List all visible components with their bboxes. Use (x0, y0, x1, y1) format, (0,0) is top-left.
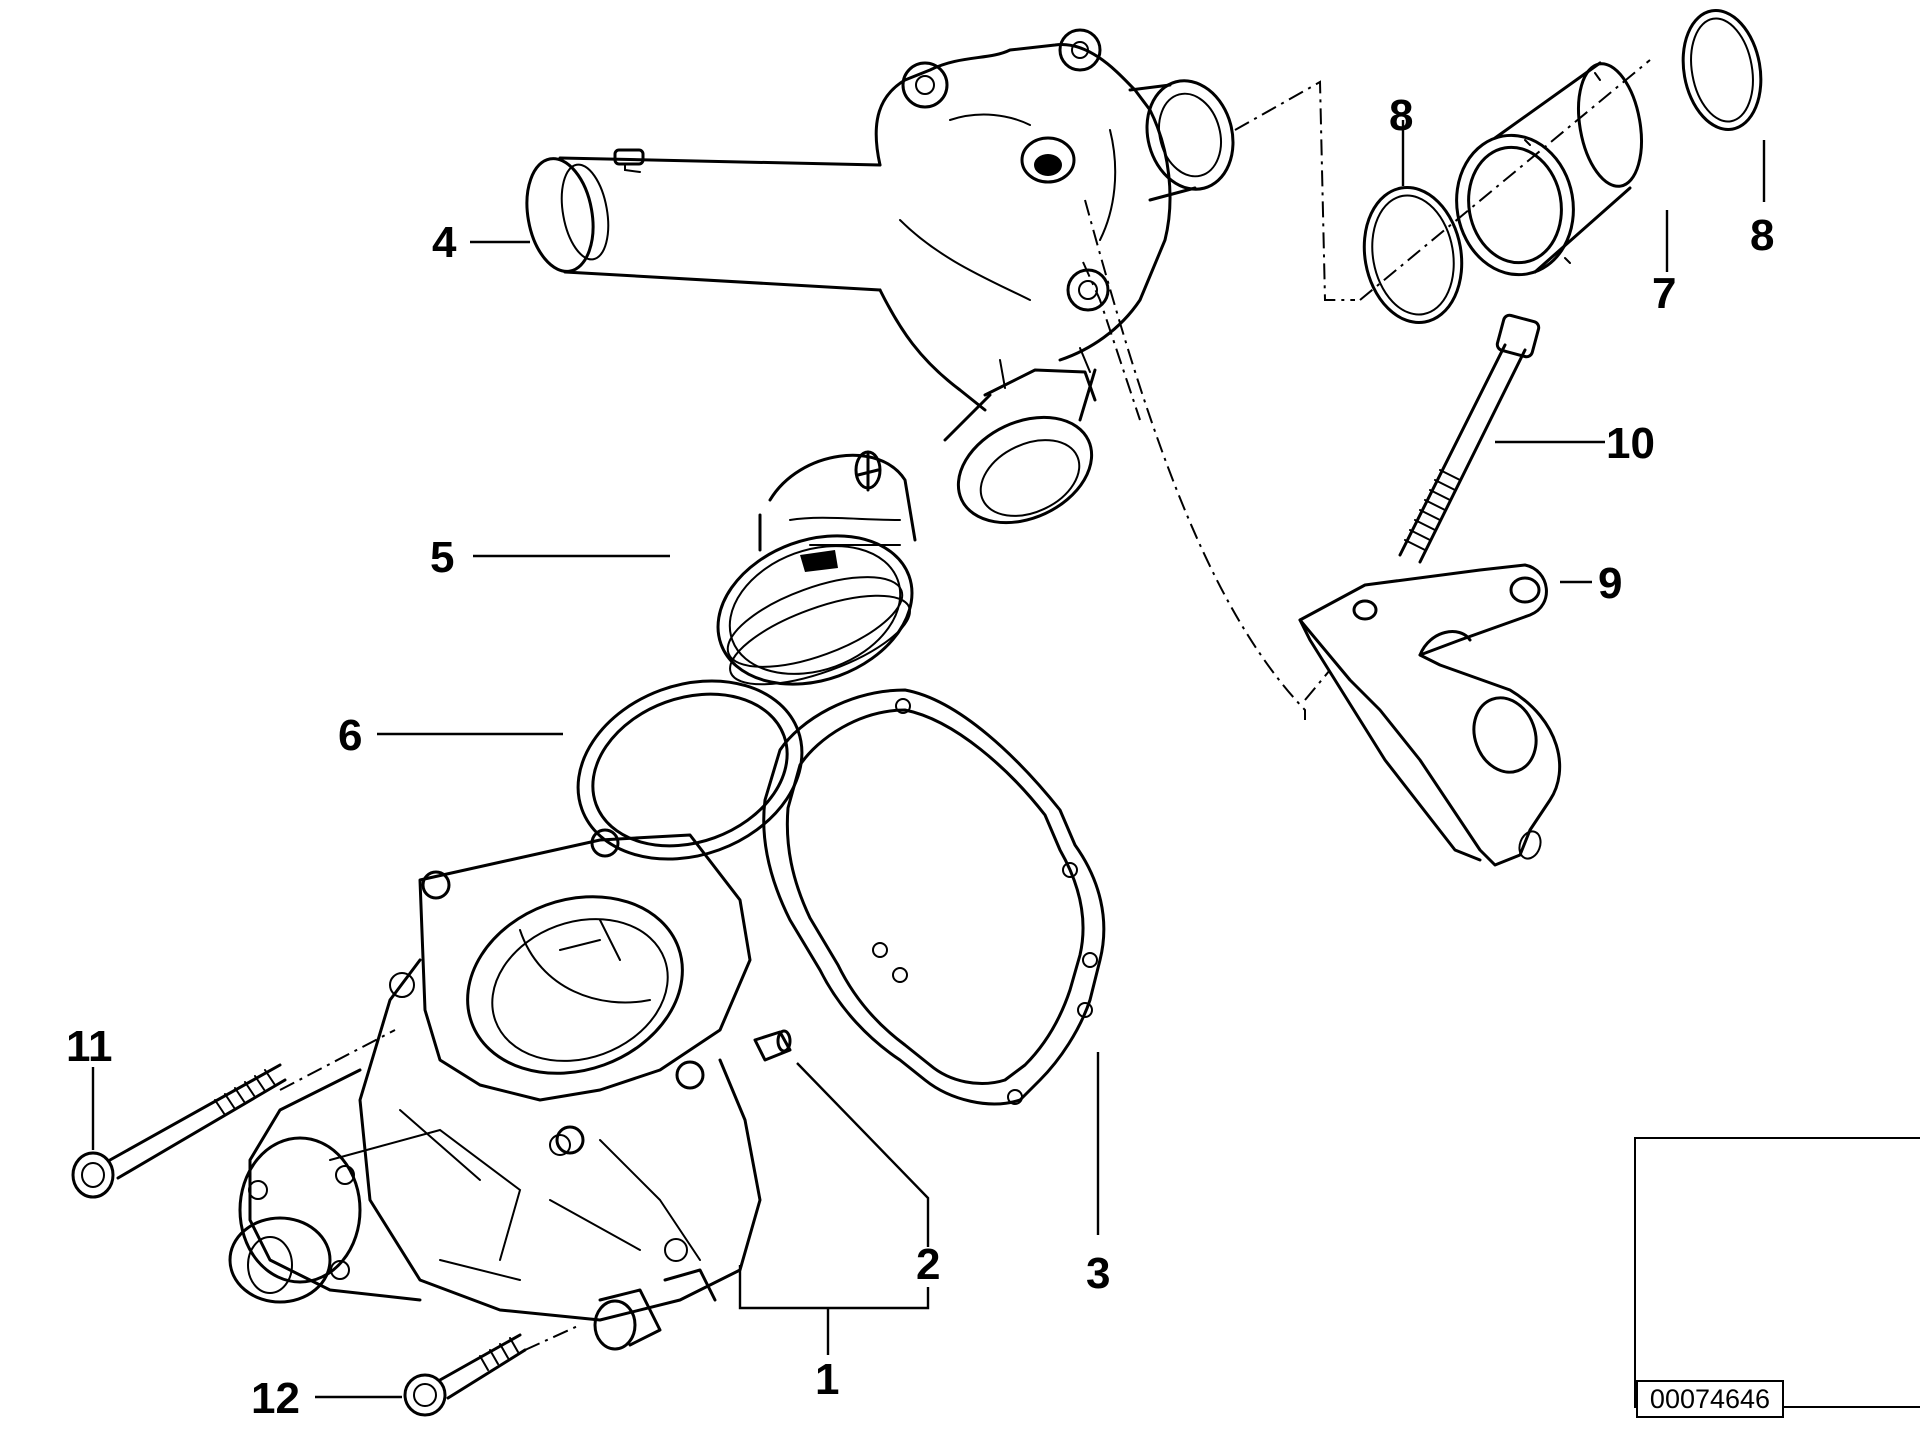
callout-10: 10 (1606, 419, 1655, 468)
callout-2: 2 (916, 1240, 941, 1289)
water-pump-part-1 (228, 828, 762, 1351)
leader-lines (91, 120, 1766, 1399)
bracket-part-9 (1298, 563, 1562, 867)
bolt-part-12 (403, 1333, 527, 1417)
bolt-part-10 (1398, 313, 1541, 564)
bolt-part-11 (71, 1063, 287, 1199)
o-ring-part-8-left (1362, 186, 1464, 324)
vehicle-thumbnail-frame (1634, 1137, 1920, 1408)
o-ring-part-6 (576, 679, 804, 861)
thermostat-part-5 (716, 450, 917, 686)
callout-12: 12 (251, 1374, 300, 1423)
callout-1: 1 (815, 1355, 840, 1404)
dowel-pin-part-2 (753, 1029, 792, 1062)
callout-9: 9 (1598, 559, 1623, 608)
callout-3: 3 (1086, 1249, 1111, 1298)
callout-4: 4 (432, 218, 457, 267)
callout-11: 11 (66, 1022, 113, 1071)
callout-8-right: 8 (1750, 211, 1775, 260)
callout-7: 7 (1652, 269, 1677, 318)
callout-8-left: 8 (1389, 91, 1414, 140)
connecting-pipe-part-7 (1455, 61, 1643, 277)
diagram-reference-number: 00074646 (1636, 1380, 1784, 1418)
callout-5: 5 (430, 533, 455, 582)
callout-6: 6 (338, 711, 363, 760)
o-ring-part-8-right (1681, 9, 1763, 131)
thermostat-housing-part-4 (525, 28, 1235, 525)
gasket-part-3 (762, 688, 1106, 1106)
alignment-lines (279, 59, 1651, 1351)
